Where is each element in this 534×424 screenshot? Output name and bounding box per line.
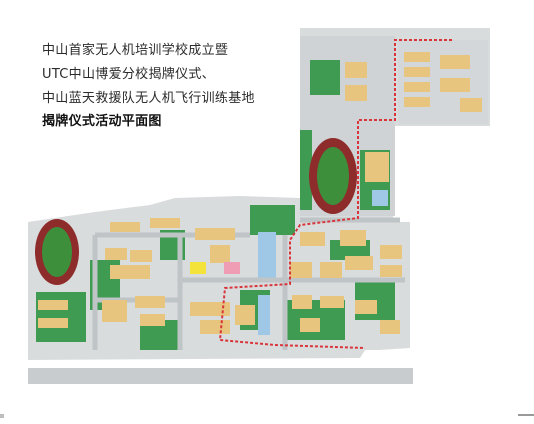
building — [140, 314, 165, 326]
building — [440, 55, 470, 69]
building — [345, 62, 367, 78]
building — [300, 318, 320, 332]
building — [135, 296, 165, 308]
green-patch — [300, 130, 312, 210]
map-title-line-3: 中山蓝天救援队无人机飞行训练基地 — [42, 91, 255, 106]
building — [105, 248, 127, 260]
building — [404, 82, 430, 92]
building — [110, 222, 140, 232]
building — [210, 245, 230, 263]
highlight-pink-building — [224, 262, 240, 274]
bottom-band — [28, 368, 413, 384]
building — [355, 300, 377, 314]
green-patch — [250, 205, 295, 235]
building — [404, 97, 430, 107]
building — [290, 262, 312, 278]
building — [340, 230, 366, 246]
building — [345, 256, 373, 270]
building — [195, 228, 235, 240]
building — [292, 295, 312, 309]
building — [38, 300, 68, 310]
building — [380, 265, 402, 277]
building — [38, 318, 68, 328]
green-patch — [310, 60, 340, 95]
building — [130, 250, 152, 262]
building — [190, 302, 230, 316]
building — [380, 320, 400, 334]
pond — [258, 232, 276, 282]
map-title-line-1: 中山首家无人机培训学校成立暨 — [42, 43, 229, 58]
building — [440, 78, 470, 92]
building — [380, 245, 402, 259]
building — [300, 232, 325, 246]
bottom-right-line — [518, 414, 534, 416]
pond — [258, 295, 270, 335]
building — [365, 152, 389, 182]
building — [345, 85, 367, 101]
building — [150, 218, 180, 228]
west-football-field — [42, 227, 72, 277]
building — [102, 300, 127, 322]
building — [460, 98, 482, 112]
north-football-field — [317, 147, 349, 205]
bottom-left-mark — [0, 414, 4, 418]
building — [110, 265, 150, 279]
building — [320, 262, 342, 278]
building — [320, 296, 344, 308]
buildings — [38, 52, 482, 334]
building — [235, 305, 255, 325]
highlight-yellow-building — [190, 262, 206, 274]
building — [200, 320, 230, 334]
building — [404, 67, 430, 77]
green-patch — [36, 292, 86, 342]
map-title-line-4: 揭牌仪式活动平面图 — [42, 114, 162, 129]
building — [404, 52, 430, 62]
pond — [372, 190, 388, 206]
map-title-line-2: UTC中山博爱分校揭牌仪式、 — [42, 67, 215, 82]
